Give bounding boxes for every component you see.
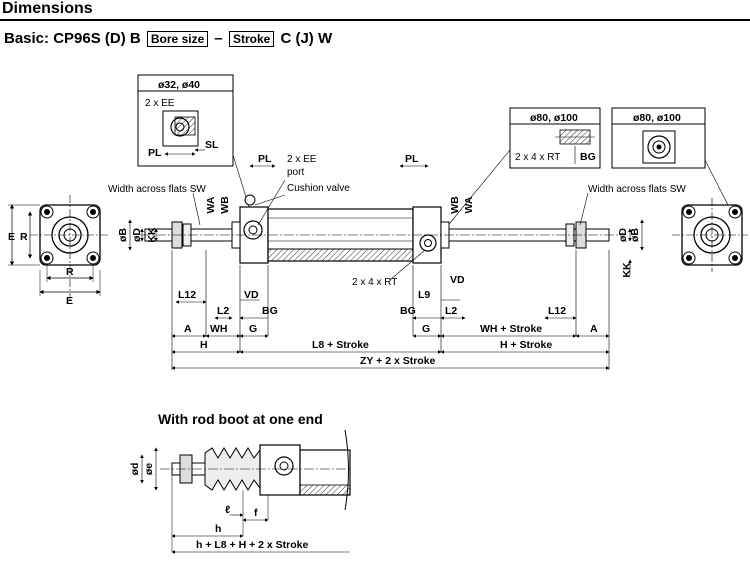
dim-d-right: øD (617, 228, 629, 242)
dim-e-horizontal: E (66, 295, 73, 307)
dim-r-vertical: R (20, 231, 28, 243)
width-across-flats-left: Width across flats SW (108, 184, 206, 195)
boot-dim-f: f (254, 507, 258, 519)
inset-small-bore (137, 74, 234, 167)
bore-size-box: Bore size (146, 31, 209, 47)
dim-wa-left: WA (205, 196, 217, 213)
top-leaders (192, 164, 589, 281)
lower-dimension-lines (171, 250, 610, 370)
dim-bg-right: BG (400, 305, 416, 317)
inset-large-bore-end (611, 107, 706, 169)
boot-dim-total: h + L8 + H + 2 x Stroke (196, 539, 309, 551)
rt-bottom-label: 2 x 4 x RT (352, 277, 397, 288)
inset-rt-label: 2 x 4 x RT (515, 152, 560, 163)
left-end-view (8, 195, 110, 300)
dim-r-horizontal: R (66, 266, 74, 278)
dim-h-left: H (200, 339, 208, 351)
dim-e-vertical: E (8, 231, 15, 243)
inset-small-title: ø32, ø40 (158, 79, 200, 91)
section-title: Dimensions (2, 0, 93, 17)
dim-kk-right: KK (621, 262, 633, 278)
cushion-valve-label: Cushion valve (287, 183, 350, 194)
dim-vd-right: VD (450, 274, 465, 286)
ee-port-label: 2 x EE (287, 154, 317, 165)
dim-kk-left: KK (146, 227, 158, 243)
dim-h-right: H + Stroke (500, 339, 552, 351)
dim-g-left: G (249, 323, 257, 335)
model-prefix: Basic: CP96S (D) B (4, 30, 141, 47)
section-header: Dimensions (0, 0, 750, 22)
dim-pl-left: PL (258, 153, 272, 165)
dim-l9: L9 (418, 289, 430, 301)
dim-bg-left: BG (262, 305, 278, 317)
dim-pl-right: PL (405, 153, 419, 165)
width-across-flats-right: Width across flats SW (588, 184, 686, 195)
dim-wa-right: WA (463, 196, 475, 213)
dim-l12-left: L12 (178, 289, 196, 301)
boot-dim-l: ℓ (225, 504, 230, 516)
dim-wh-left: WH (210, 323, 228, 335)
inset-small-pl: PL (148, 147, 162, 159)
inset-rt-leader (439, 149, 511, 236)
inset-rt-bg: BG (580, 151, 596, 163)
dim-zy: ZY + 2 x Stroke (360, 355, 436, 367)
inset-rt-title: ø80, ø100 (530, 112, 578, 124)
model-code: Basic: CP96S (D) B Bore size – Stroke C … (4, 30, 332, 47)
cylinder-side-view (140, 194, 625, 264)
boot-section-drawing (140, 429, 351, 554)
model-suffix: C (J) W (280, 30, 333, 47)
port-label: port (287, 167, 304, 178)
dim-wb-right: WB (449, 196, 461, 214)
section-rule (0, 19, 750, 21)
boot-section-title: With rod boot at one end (158, 411, 323, 427)
inset-end-title: ø80, ø100 (633, 112, 681, 124)
inset-small-sl: SL (205, 139, 219, 151)
model-dash: – (214, 30, 223, 47)
dim-l8: L8 + Stroke (312, 339, 369, 351)
inset-large-bore-rt (509, 107, 601, 169)
dim-l2-left: L2 (217, 305, 229, 317)
inset-small-ee: 2 x EE (145, 98, 175, 109)
dim-vd-left: VD (244, 289, 259, 301)
dim-l2-right: L2 (445, 305, 457, 317)
boot-dim-h: h (215, 523, 221, 535)
rod-dimension-lines (128, 219, 644, 275)
boot-dim-e: øe (143, 463, 155, 475)
dim-g-right: G (422, 323, 430, 335)
dim-l12-right: L12 (548, 305, 566, 317)
dim-d-left: øD (131, 228, 143, 242)
dim-b-left: øB (117, 228, 129, 242)
dim-wb-left: WB (219, 196, 231, 214)
inset-end-leader (704, 159, 729, 206)
dim-a-right: A (590, 323, 598, 335)
dim-a-left: A (184, 323, 192, 335)
stroke-box: Stroke (228, 31, 275, 47)
dim-wh-right: WH + Stroke (480, 323, 542, 335)
right-end-view (672, 198, 748, 272)
boot-dim-d: ød (129, 463, 141, 476)
dim-b-right: øB (629, 228, 641, 242)
